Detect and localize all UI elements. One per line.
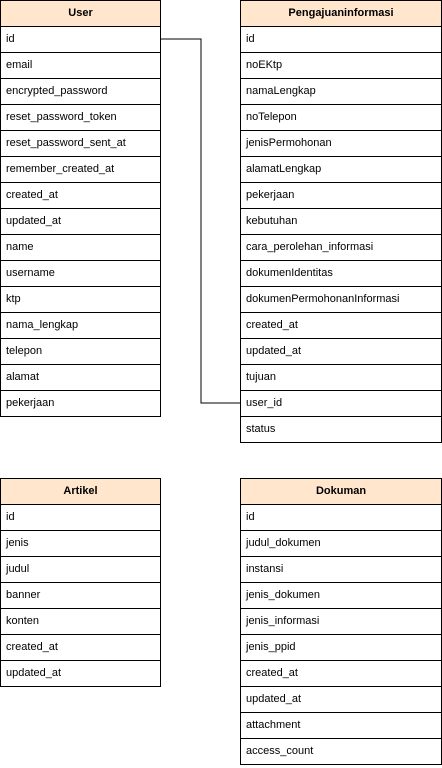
table-field[interactable]: remember_created_at	[1, 157, 160, 183]
table-field[interactable]: updated_at	[1, 209, 160, 235]
table-field[interactable]: updated_at	[6, 667, 62, 679]
table-field[interactable]: id	[241, 27, 441, 53]
table-field[interactable]: username	[1, 261, 160, 287]
table-field[interactable]: id	[1, 27, 160, 53]
relation-line-user-id-to-user-id	[160, 38, 240, 404]
table-field[interactable]: updated_at	[241, 339, 441, 365]
table-field[interactable]: namaLengkap	[241, 79, 441, 105]
table-field[interactable]: jenis	[1, 531, 160, 557]
table-field[interactable]: reset_password_sent_at	[1, 131, 160, 157]
table-field[interactable]: telepon	[1, 339, 160, 365]
table-field[interactable]: updated_at	[241, 687, 441, 713]
table-field[interactable]: dokumenPermohonanInformasi	[241, 287, 441, 313]
table-field[interactable]: encrypted_password	[1, 79, 160, 105]
table-title: Artikel	[1, 479, 160, 505]
table-field[interactable]: created_at	[241, 313, 441, 339]
table-field[interactable]: instansi	[241, 557, 441, 583]
table-field[interactable]: jenis_informasi	[241, 609, 441, 635]
table-field[interactable]: noTelepon	[241, 105, 441, 131]
table-field[interactable]: attachment	[241, 713, 441, 739]
table-field[interactable]: nama_lengkap	[1, 313, 160, 339]
table-field[interactable]: reset_password_token	[1, 105, 160, 131]
table-dokuman[interactable]: Dokuman id judul_dokumen instansi jenis_…	[240, 478, 442, 765]
table-field[interactable]: pekerjaan	[241, 183, 441, 209]
table-title: Pengajuaninformasi	[241, 1, 441, 27]
table-field[interactable]: dokumenIdentitas	[241, 261, 441, 287]
table-field[interactable]: cara_perolehan_informasi	[241, 235, 441, 261]
table-field[interactable]: alamat	[1, 365, 160, 391]
table-field[interactable]: jenisPermohonan	[241, 131, 441, 157]
table-field[interactable]: ktp	[1, 287, 160, 313]
table-field[interactable]: konten	[1, 609, 160, 635]
table-user[interactable]: User id email encrypted_password reset_p…	[0, 0, 161, 417]
table-field[interactable]: judul	[1, 557, 160, 583]
table-field[interactable]: jenis_ppid	[241, 635, 441, 661]
table-field[interactable]: created_at	[1, 183, 160, 209]
table-field[interactable]: tujuan	[241, 365, 441, 391]
table-field[interactable]: kebutuhan	[241, 209, 441, 235]
table-field[interactable]: email	[1, 53, 160, 79]
table-field[interactable]: created_at	[1, 635, 160, 661]
table-field[interactable]: noEKtp	[241, 53, 441, 79]
table-field[interactable]: jenis_dokumen	[241, 583, 441, 609]
table-field[interactable]: access_count	[246, 745, 314, 757]
table-field[interactable]: created_at	[241, 661, 441, 687]
table-field[interactable]: banner	[1, 583, 160, 609]
table-field[interactable]: id	[241, 505, 441, 531]
table-field[interactable]: id	[1, 505, 160, 531]
table-title: User	[1, 1, 160, 27]
table-pengajuaninformasi[interactable]: Pengajuaninformasi id noEKtp namaLengkap…	[240, 0, 442, 443]
table-field[interactable]: name	[1, 235, 160, 261]
table-field[interactable]: alamatLengkap	[241, 157, 441, 183]
table-title: Dokuman	[241, 479, 441, 505]
table-field[interactable]: user_id	[241, 391, 441, 417]
table-artikel[interactable]: Artikel id jenis judul banner konten cre…	[0, 478, 161, 687]
table-field[interactable]: pekerjaan	[6, 397, 55, 409]
table-field[interactable]: judul_dokumen	[241, 531, 441, 557]
table-field[interactable]: status	[246, 423, 276, 435]
